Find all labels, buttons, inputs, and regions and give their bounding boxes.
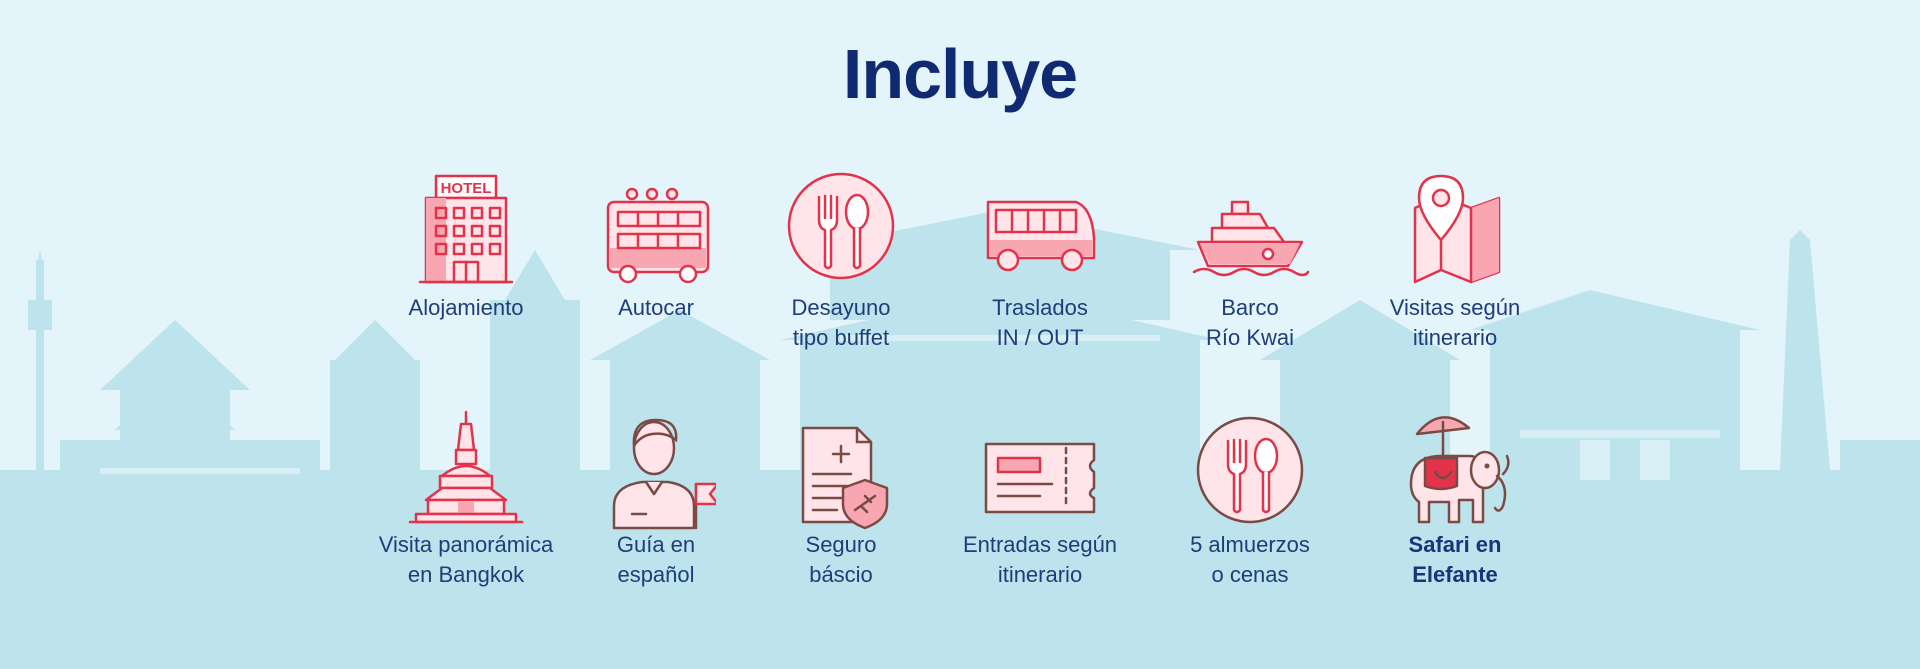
hotel-icon: HOTEL (418, 174, 514, 284)
feature-label: Autocar (618, 295, 694, 320)
map-pin-icon (1413, 174, 1501, 284)
feature-label: Alojamiento (408, 295, 524, 320)
insurance-document-icon (801, 426, 889, 530)
elephant-umbrella-icon (1409, 416, 1510, 524)
boat-icon (1192, 200, 1310, 277)
double-decker-bus-icon (606, 187, 710, 284)
fork-spoon-plate-icon (787, 172, 895, 280)
tour-guide-icon (612, 418, 716, 530)
pagoda-icon (408, 410, 524, 524)
ticket-icon (984, 442, 1096, 514)
svg-text:HOTEL: HOTEL (441, 180, 492, 197)
shuttle-bus-icon (986, 200, 1096, 272)
fork-spoon-plate-icon (1196, 416, 1304, 524)
page-title: Incluye (842, 35, 1078, 113)
